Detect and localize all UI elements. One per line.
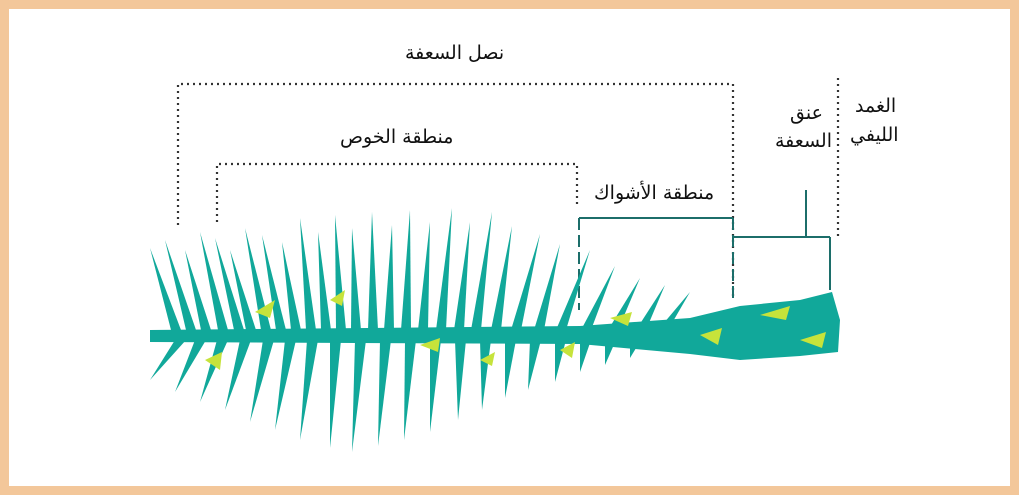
sheath-label-line1: الغمد — [855, 95, 896, 117]
frond-leaflet — [418, 222, 430, 330]
neck-label-line1: عنق — [790, 102, 823, 124]
spine-zone-label: منطقة الأشواك — [594, 182, 714, 204]
frond-leaflet — [318, 232, 331, 330]
frond-leaflet — [436, 208, 452, 330]
neck-label-line2: السعفة — [775, 130, 832, 152]
leaflet-zone-label: منطقة الخوص — [340, 126, 453, 148]
frond-leaflet — [200, 340, 228, 402]
palm-frond — [150, 208, 840, 452]
frond-leaflet — [150, 340, 186, 380]
frond-leaflet — [471, 212, 492, 330]
frond-leaflet — [401, 210, 411, 330]
frond-leaflet — [150, 248, 181, 330]
frond-leaflet — [300, 218, 316, 330]
frond-leaflet — [454, 222, 470, 330]
frond-leaflet — [556, 250, 590, 330]
frond-leaflet — [480, 340, 491, 410]
sheath-label-line2: الليفي — [850, 124, 899, 146]
frond-leaflet — [352, 340, 366, 452]
frond-leaflet — [528, 340, 541, 390]
frond-leaflet — [378, 340, 391, 446]
frond-leaflet — [282, 242, 301, 330]
frond-leaflet — [384, 225, 394, 330]
frond-leaflet — [335, 215, 346, 330]
neck-bracket — [733, 190, 830, 290]
frond-leaflet — [555, 340, 566, 382]
frond-leaflet — [511, 234, 540, 330]
frond-leaflet — [534, 244, 560, 330]
leaflet-zone-bracket — [217, 164, 577, 222]
frond-leaflet — [581, 266, 615, 330]
frond-leaflet — [330, 340, 341, 448]
frond-leaflet — [250, 340, 274, 422]
frond-leaflet — [505, 340, 516, 398]
frond-leaflet — [404, 340, 416, 440]
blade-label: نصل السعفة — [405, 42, 504, 64]
frond-leaflet — [300, 340, 318, 440]
frond-leaflet — [491, 226, 512, 330]
frond-leaflet — [351, 228, 361, 330]
frond-leaflet — [225, 340, 251, 410]
frond-leaflet — [175, 340, 206, 392]
frond-leaflet — [275, 340, 296, 430]
frond-leaflet — [455, 340, 466, 420]
frond-leaflet — [430, 340, 441, 432]
frond-leaflet — [368, 212, 378, 330]
